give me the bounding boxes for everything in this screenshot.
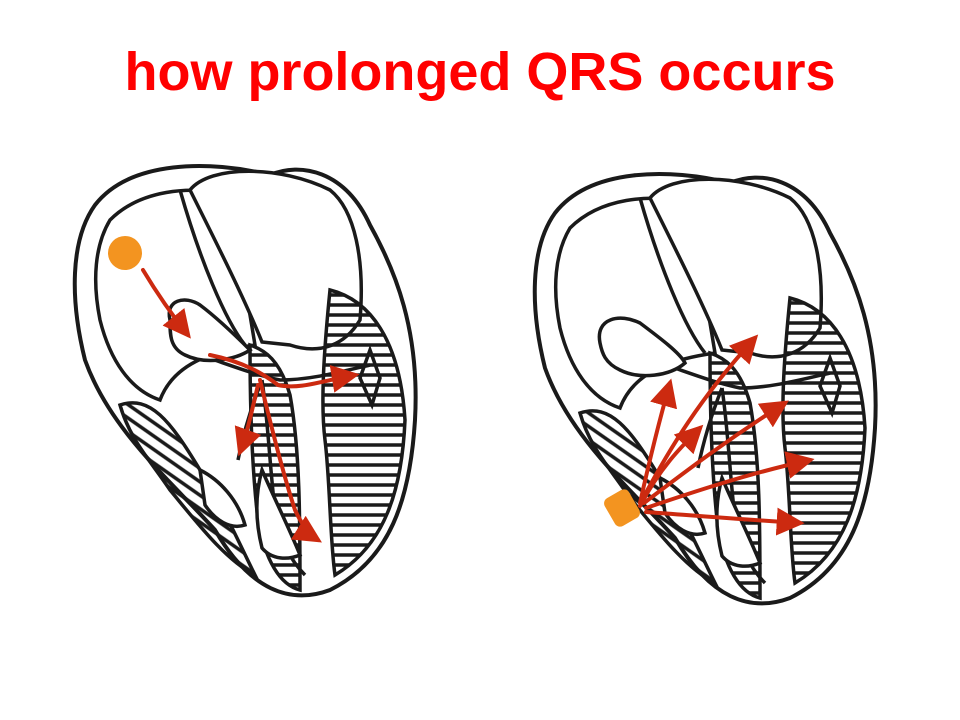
arrow-to-septum-top: [638, 378, 678, 505]
arrow-sa-to-av: [141, 268, 191, 339]
arrow-to-bottom-right: [644, 507, 805, 536]
arrow-bundle-right: [208, 353, 360, 393]
arrows-right: [638, 334, 815, 536]
sa-node-origin-marker: [108, 236, 142, 270]
heart-left: [72, 164, 418, 598]
ventricular-origin-marker: [604, 489, 640, 527]
arrow-to-lower-right: [644, 451, 815, 510]
arrow-to-septum-mid: [638, 424, 704, 508]
heart-right: [532, 172, 878, 606]
arrow-bundle-left-branch: [234, 383, 262, 457]
arrow-to-mid-right: [642, 400, 789, 505]
arrow-bundle-apex: [258, 378, 322, 543]
arrows-left: [141, 268, 360, 543]
slide-title: how prolonged QRS occurs: [124, 42, 836, 102]
